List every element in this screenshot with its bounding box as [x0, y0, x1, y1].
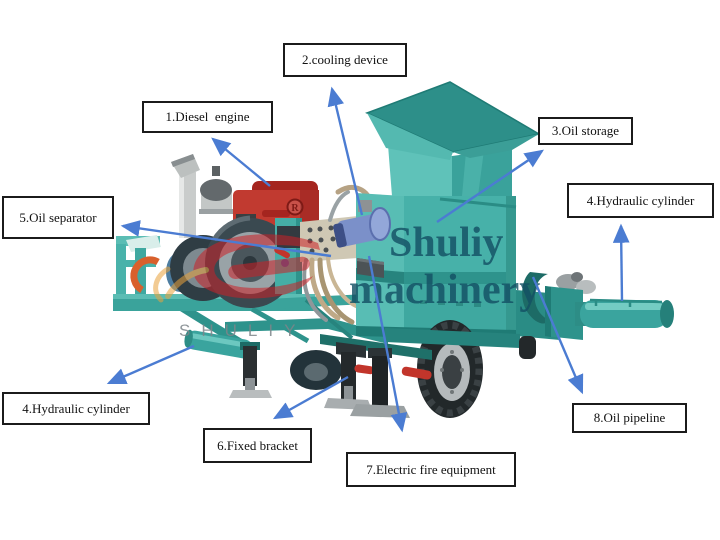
label-fixed-bracket: 6.Fixed bracket	[203, 428, 312, 463]
label-oil-separator: 5.Oil separator	[2, 196, 114, 239]
main-wheel	[417, 320, 483, 418]
registered-mark: R	[291, 203, 299, 214]
label-diesel-engine: 1.Diesel engine	[142, 101, 273, 133]
front-jack	[229, 342, 272, 398]
label-oil-pipeline: 8.Oil pipeline	[572, 403, 687, 433]
rear-stub-leg	[519, 336, 536, 359]
rear-assembly	[516, 272, 674, 340]
air-cleaner-pot	[199, 166, 234, 214]
pump-cylinder	[333, 200, 391, 248]
hopper	[365, 81, 542, 196]
label-oil-storage: 3.Oil storage	[538, 117, 633, 145]
label-cooling-device: 2.cooling device	[283, 43, 407, 77]
hitch-cylinder	[184, 329, 253, 359]
exhaust-chimney	[171, 154, 200, 238]
far-wheel	[290, 350, 342, 390]
label-electric-fire-equipment: 7.Electric fire equipment	[346, 452, 516, 487]
label-hydraulic-cylinder-right: 4.Hydraulic cylinder	[567, 183, 714, 218]
label-hydraulic-cylinder-left: 4.Hydraulic cylinder	[2, 392, 150, 425]
